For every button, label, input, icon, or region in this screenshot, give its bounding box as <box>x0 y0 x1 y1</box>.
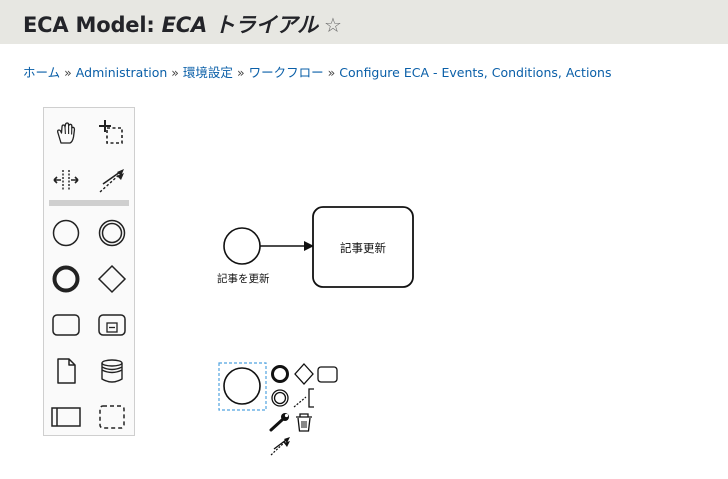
diagram-canvas[interactable]: 記事を更新 記事更新 <box>140 100 728 479</box>
breadcrumb-separator: » <box>171 65 179 80</box>
append-intermediate-event-icon[interactable] <box>271 389 289 407</box>
selection-outline <box>218 362 267 411</box>
breadcrumb-separator: » <box>64 65 72 80</box>
create-data-store[interactable] <box>95 354 129 388</box>
gateway-icon <box>97 264 127 294</box>
create-intermediate-event[interactable] <box>95 216 129 250</box>
create-subprocess[interactable] <box>95 308 129 342</box>
append-task-icon[interactable] <box>317 366 338 383</box>
breadcrumb-home[interactable]: ホーム <box>23 65 61 80</box>
subprocess-icon <box>98 314 126 336</box>
trash-icon[interactable] <box>296 413 312 432</box>
breadcrumb: ホーム»Administration»環境設定»ワークフロー»Configure… <box>23 62 612 81</box>
create-data-object[interactable] <box>49 354 83 388</box>
palette-separator <box>49 200 129 206</box>
diagram-svg <box>218 206 414 456</box>
breadcrumb-configure-eca[interactable]: Configure ECA - Events, Conditions, Acti… <box>339 65 612 80</box>
hand-icon <box>57 122 76 144</box>
breadcrumb-workflow[interactable]: ワークフロー <box>248 65 324 80</box>
create-start-event[interactable] <box>49 216 83 250</box>
task-icon <box>52 314 80 336</box>
page-header: ECA Model: ECA トライアル☆ <box>0 0 728 44</box>
data-store-icon <box>101 359 123 383</box>
create-end-event[interactable] <box>49 262 83 296</box>
end-event-icon <box>52 265 80 293</box>
title-prefix: ECA Model: <box>23 13 162 37</box>
selected-start-event-shape[interactable] <box>223 367 261 405</box>
breadcrumb-separator: » <box>236 65 245 80</box>
task-shape[interactable] <box>312 206 414 288</box>
breadcrumb-administration[interactable]: Administration <box>75 65 168 80</box>
global-connect-tool[interactable] <box>95 163 129 197</box>
breadcrumb-configuration[interactable]: 環境設定 <box>182 65 233 80</box>
append-text-annotation-icon[interactable] <box>293 388 314 408</box>
start-event-shape[interactable] <box>223 227 261 265</box>
modeler-palette <box>43 107 135 436</box>
connect-icon <box>99 169 124 193</box>
breadcrumb-separator: » <box>327 65 336 80</box>
favorite-star-icon[interactable]: ☆ <box>323 13 342 37</box>
create-pool[interactable] <box>49 400 83 434</box>
group-icon <box>99 405 125 429</box>
space-tool-icon <box>53 170 79 190</box>
start-event-label: 記事を更新 <box>217 273 270 285</box>
page-title: ECA Model: ECA トライアル☆ <box>23 9 342 39</box>
space-tool[interactable] <box>49 163 83 197</box>
append-end-event-icon[interactable] <box>271 365 289 383</box>
wrench-icon[interactable] <box>269 413 289 432</box>
intermediate-event-icon <box>98 219 126 247</box>
context-pad <box>269 363 338 456</box>
data-object-icon <box>57 358 76 384</box>
hand-tool[interactable] <box>49 116 83 150</box>
lasso-icon <box>99 120 123 144</box>
pool-icon <box>51 407 81 427</box>
create-task[interactable] <box>49 308 83 342</box>
append-gateway-icon[interactable] <box>294 363 314 385</box>
lasso-tool[interactable] <box>95 116 129 150</box>
task-label: 記事更新 <box>340 241 386 255</box>
connect-icon[interactable] <box>270 437 290 456</box>
title-model-name: ECA トライアル <box>161 13 319 37</box>
start-event-icon <box>52 219 80 247</box>
create-gateway[interactable] <box>95 262 129 296</box>
create-group[interactable] <box>95 400 129 434</box>
